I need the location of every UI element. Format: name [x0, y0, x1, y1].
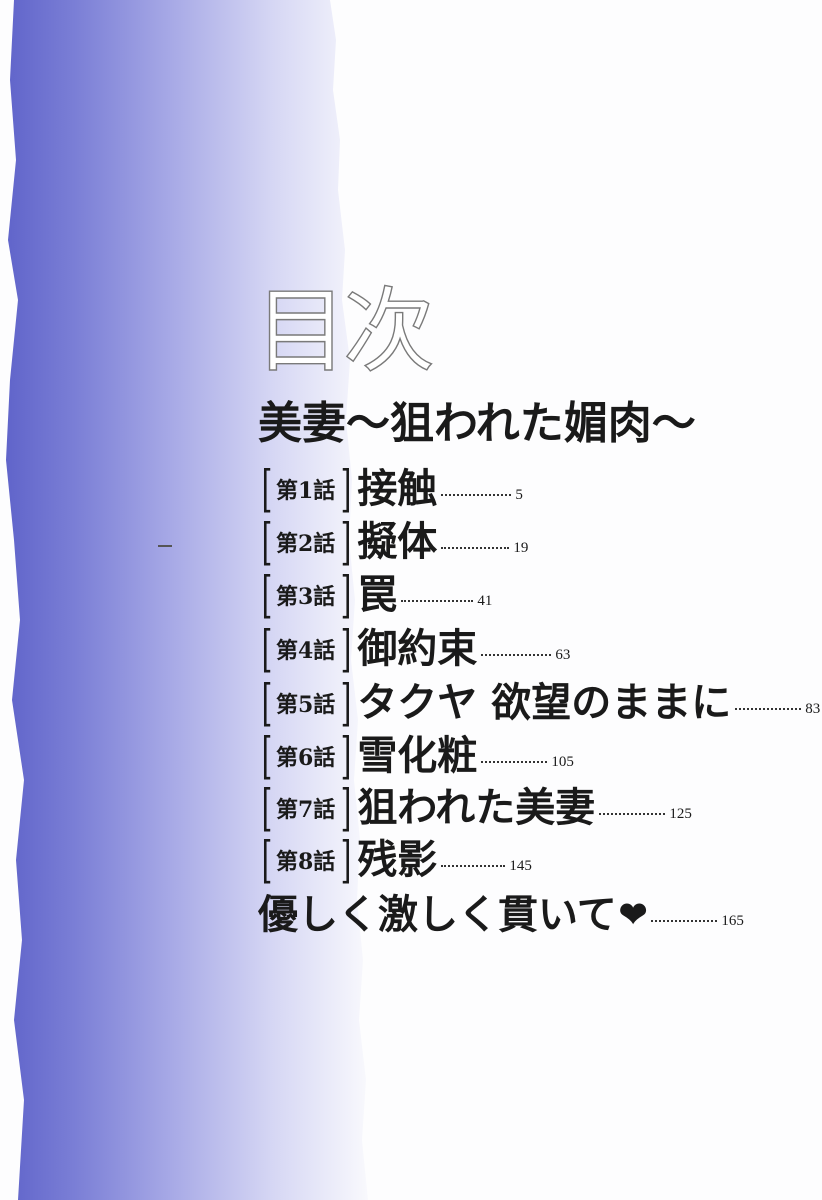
toc-entry-8[interactable]: [ 第8話 ] 残影 145	[258, 833, 532, 887]
dot-leader	[651, 920, 718, 922]
dot-leader	[441, 547, 510, 549]
chapter-number: 第4話	[276, 638, 336, 664]
page-number: 83	[805, 700, 821, 717]
close-bracket: ]	[340, 513, 352, 571]
dot-leader	[481, 761, 548, 763]
open-bracket: [	[261, 831, 273, 889]
chapter-number: 第8話	[276, 849, 336, 875]
chapter-number: 第3話	[276, 584, 336, 610]
extra-title: 優しく激しく貫いて	[258, 891, 617, 938]
open-bracket: [	[261, 513, 273, 571]
chapter-title: 雪化粧	[357, 732, 478, 779]
chapter-number: 第5話	[276, 692, 336, 718]
chapter-title: 御約束	[357, 625, 478, 672]
page-number: 165	[721, 912, 744, 929]
open-bracket: [	[261, 727, 273, 785]
open-bracket: [	[261, 620, 273, 678]
chapter-number: 第6話	[276, 745, 336, 771]
open-bracket: [	[261, 460, 273, 518]
page-number: 5	[515, 486, 523, 503]
page-number: 125	[669, 805, 692, 822]
chapter-badge: [ 第7話 ]	[258, 782, 353, 834]
chapter-number: 第2話	[276, 531, 336, 557]
dot-leader	[599, 813, 666, 815]
open-bracket: [	[261, 566, 273, 624]
story-title: 美妻〜狙われた媚肉〜	[258, 398, 696, 449]
close-bracket: ]	[340, 674, 352, 732]
close-bracket: ]	[340, 779, 352, 837]
chapter-badge: [ 第4話 ]	[258, 623, 353, 675]
dot-leader	[735, 708, 802, 710]
page-number: 63	[555, 646, 571, 663]
close-bracket: ]	[340, 727, 352, 785]
chapter-title: 接触	[357, 465, 438, 512]
page-number: 41	[477, 592, 493, 609]
chapter-badge: [ 第5話 ]	[258, 677, 353, 729]
chapter-badge: [ 第2話 ]	[258, 516, 353, 568]
toc-entry-extra[interactable]: 優しく激しく貫いて ❤ 165	[258, 888, 744, 942]
open-bracket: [	[261, 779, 273, 837]
toc-entry-7[interactable]: [ 第7話 ] 狙われた美妻 125	[258, 781, 692, 835]
toc-entry-6[interactable]: [ 第6話 ] 雪化粧 105	[258, 729, 574, 783]
dot-leader	[481, 654, 552, 656]
page-number: 19	[513, 539, 529, 556]
toc-entry-2[interactable]: [ 第2話 ] 擬体 19	[258, 515, 529, 569]
toc-entry-3[interactable]: [ 第3話 ] 罠 41	[258, 568, 493, 622]
close-bracket: ]	[340, 831, 352, 889]
close-bracket: ]	[340, 566, 352, 624]
chapter-number: 第1話	[276, 478, 336, 504]
chapter-badge: [ 第6話 ]	[258, 730, 353, 782]
stray-mark	[158, 545, 172, 547]
chapter-number: 第7話	[276, 797, 336, 823]
page-number: 105	[551, 753, 574, 770]
chapter-title: 擬体	[357, 518, 438, 565]
open-bracket: [	[261, 674, 273, 732]
toc-entry-1[interactable]: [ 第1話 ] 接触 5	[258, 462, 523, 516]
gradient-band	[0, 0, 368, 1200]
chapter-title: タクヤ 欲望のままに	[357, 679, 732, 726]
chapter-title: 罠	[357, 571, 398, 618]
toc-entry-5[interactable]: [ 第5話 ] タクヤ 欲望のままに 83	[258, 676, 821, 730]
dot-leader	[401, 600, 474, 602]
chapter-badge: [ 第1話 ]	[258, 463, 353, 515]
chapter-title: 狙われた美妻	[357, 784, 596, 831]
close-bracket: ]	[340, 620, 352, 678]
chapter-badge: [ 第8話 ]	[258, 834, 353, 886]
heart-icon: ❤	[618, 895, 648, 935]
chapter-title: 残影	[357, 836, 438, 883]
dot-leader	[441, 865, 506, 867]
toc-entry-4[interactable]: [ 第4話 ] 御約束 63	[258, 622, 571, 676]
toc-heading: 目次	[254, 278, 435, 385]
close-bracket: ]	[340, 460, 352, 518]
dot-leader	[441, 494, 512, 496]
page-number: 145	[509, 857, 532, 874]
chapter-badge: [ 第3話 ]	[258, 569, 353, 621]
